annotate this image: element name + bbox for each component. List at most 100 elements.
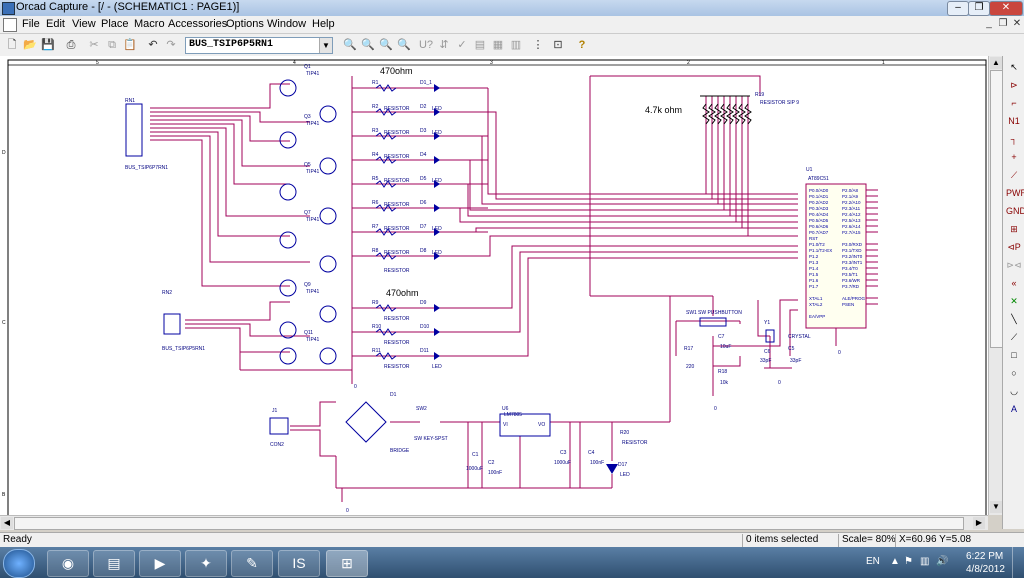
ref-q5: Q5 bbox=[304, 162, 311, 168]
u1-pin-r7: P2.7/A15 bbox=[842, 230, 861, 235]
network-app-icon[interactable]: ✦ bbox=[185, 550, 227, 577]
off-page-connector-icon[interactable]: « bbox=[1006, 276, 1022, 290]
menu-file[interactable]: File bbox=[22, 18, 40, 30]
ref-r4: R4 bbox=[372, 152, 379, 158]
menu-accessories[interactable]: Accessories bbox=[168, 18, 227, 30]
place-port-icon[interactable]: ⊲P bbox=[1006, 240, 1022, 254]
part-combo[interactable]: BUS_TSIP6P5RN1 ▼ bbox=[185, 37, 333, 54]
clock-time[interactable]: 6:22 PM bbox=[966, 551, 1003, 562]
cross-ref-icon[interactable]: ▦ bbox=[490, 37, 506, 53]
doc-minimize-button[interactable]: _ bbox=[982, 17, 996, 30]
open-icon[interactable]: 📂 bbox=[22, 37, 38, 53]
place-bus-entry-icon[interactable]: ⟋ bbox=[1006, 168, 1022, 182]
place-rectangle-icon[interactable]: □ bbox=[1006, 348, 1022, 362]
u6-part: LM7805 bbox=[504, 412, 522, 418]
restore-button[interactable]: ❐ bbox=[968, 1, 990, 16]
undo-icon[interactable]: ↶ bbox=[145, 37, 161, 53]
menu-help[interactable]: Help bbox=[312, 18, 335, 30]
j1-part: CON2 bbox=[270, 442, 284, 448]
network-icon[interactable]: ▥ bbox=[920, 556, 929, 567]
u1-pin-r1: P2.1/A9 bbox=[842, 194, 859, 199]
isis-icon[interactable]: IS bbox=[278, 550, 320, 577]
redo-icon[interactable]: ↷ bbox=[163, 37, 179, 53]
d1-part: BRIDGE bbox=[390, 448, 410, 454]
doc-close-button[interactable]: ✕ bbox=[1010, 17, 1024, 30]
place-junction-icon[interactable]: + bbox=[1006, 150, 1022, 164]
y1-part: CRYSTAL bbox=[788, 334, 811, 340]
minimize-button[interactable]: – bbox=[947, 1, 969, 16]
back-annotate-icon[interactable]: ⇵ bbox=[436, 37, 452, 53]
show-desktop-button[interactable] bbox=[1012, 547, 1024, 578]
place-line-icon[interactable]: ╲ bbox=[1006, 312, 1022, 326]
place-bus-icon[interactable]: ┐ bbox=[1006, 132, 1022, 146]
place-ground-icon[interactable]: GND bbox=[1006, 204, 1022, 218]
gnd-main: 0 bbox=[346, 508, 349, 514]
start-button[interactable] bbox=[3, 549, 35, 578]
ref-r9: R9 bbox=[372, 300, 379, 306]
app-icon bbox=[2, 2, 15, 15]
resistor-label-r10: RESISTOR bbox=[384, 340, 410, 346]
u1-right-stubs bbox=[866, 190, 878, 304]
place-part-icon[interactable]: ⊳ bbox=[1006, 78, 1022, 92]
tray-up-icon[interactable]: ▲ bbox=[890, 556, 900, 567]
menu-edit[interactable]: Edit bbox=[46, 18, 65, 30]
paste-icon[interactable]: 📋 bbox=[122, 37, 138, 53]
volume-icon[interactable]: 🔊 bbox=[936, 556, 948, 567]
print-icon[interactable]: ⎙ bbox=[63, 37, 79, 53]
zoom-out-icon[interactable]: 🔍 bbox=[360, 37, 376, 53]
place-text-icon[interactable]: A bbox=[1006, 402, 1022, 416]
media-player-icon[interactable]: ▶ bbox=[139, 550, 181, 577]
part-combo-value: BUS_TSIP6P5RN1 bbox=[189, 39, 273, 50]
language-indicator[interactable]: EN bbox=[866, 556, 880, 567]
area-select-icon[interactable]: ⊡ bbox=[550, 37, 566, 53]
scroll-left-icon[interactable]: ◀ bbox=[1, 517, 13, 529]
place-hierarchical-block-icon[interactable]: ⊞ bbox=[1006, 222, 1022, 236]
place-wire-icon[interactable]: ⌐ bbox=[1006, 96, 1022, 110]
place-power-icon[interactable]: PWR bbox=[1006, 186, 1022, 200]
scroll-up-icon[interactable]: ▲ bbox=[990, 57, 1002, 69]
no-connect-icon[interactable]: ✕ bbox=[1006, 294, 1022, 308]
zoom-in-icon[interactable]: 🔍 bbox=[342, 37, 358, 53]
doc-restore-button[interactable]: ❐ bbox=[996, 17, 1010, 30]
annotate-icon[interactable]: U? bbox=[418, 37, 434, 53]
place-polyline-icon[interactable]: ⟋ bbox=[1006, 330, 1022, 344]
netlist-icon[interactable]: ▤ bbox=[472, 37, 488, 53]
scroll-down-icon[interactable]: ▼ bbox=[990, 501, 1002, 513]
copy-icon[interactable]: ⧉ bbox=[104, 37, 120, 53]
vertical-scrollbar[interactable]: ▲ ▼ bbox=[988, 56, 1003, 515]
schematic-canvas[interactable]: 5 4 3 2 1 D C B bbox=[0, 56, 988, 515]
menu-view[interactable]: View bbox=[72, 18, 96, 30]
select-arrow-icon[interactable]: ↖ bbox=[1006, 60, 1022, 74]
orcad-capture-icon[interactable]: ⊞ bbox=[326, 550, 368, 577]
menu-window[interactable]: Window bbox=[267, 18, 306, 30]
flag-icon[interactable]: ⚑ bbox=[904, 556, 913, 567]
drc-icon[interactable]: ✓ bbox=[454, 37, 470, 53]
snap-grid-icon[interactable]: ⋮ bbox=[530, 37, 546, 53]
place-ellipse-icon[interactable]: ○ bbox=[1006, 366, 1022, 380]
menu-options[interactable]: Options bbox=[226, 18, 264, 30]
chevron-down-icon[interactable]: ▼ bbox=[319, 38, 332, 53]
zoom-all-icon[interactable]: 🔍 bbox=[396, 37, 412, 53]
u1-pin-l0: P0.0/AD0 bbox=[809, 188, 829, 193]
place-pin-icon[interactable]: ⊳⊲ bbox=[1006, 258, 1022, 272]
menu-macro[interactable]: Macro bbox=[134, 18, 165, 30]
horizontal-scrollbar[interactable]: ◀ ▶ bbox=[0, 515, 988, 530]
chrome-icon[interactable]: ◉ bbox=[47, 550, 89, 577]
close-button[interactable]: ✕ bbox=[989, 1, 1023, 16]
menu-place[interactable]: Place bbox=[101, 18, 129, 30]
new-icon[interactable]: 🗋 bbox=[4, 37, 20, 53]
scroll-right-icon[interactable]: ▶ bbox=[973, 517, 985, 529]
zoom-area-icon[interactable]: 🔍 bbox=[378, 37, 394, 53]
place-arc-icon[interactable]: ◡ bbox=[1006, 384, 1022, 398]
bom-icon[interactable]: ▥ bbox=[508, 37, 524, 53]
help-icon[interactable]: ? bbox=[574, 37, 590, 53]
paint-icon[interactable]: ✎ bbox=[231, 550, 273, 577]
save-icon[interactable]: 💾 bbox=[40, 37, 56, 53]
cut-icon[interactable]: ✂ bbox=[86, 37, 102, 53]
place-net-alias-icon[interactable]: N1 bbox=[1006, 114, 1022, 128]
clock-date[interactable]: 4/8/2012 bbox=[966, 564, 1005, 575]
explorer-icon[interactable]: ▤ bbox=[93, 550, 135, 577]
rn2-part: BUS_TSIP6P5RN1 bbox=[162, 346, 205, 352]
d17-body bbox=[606, 464, 618, 474]
horizontal-scroll-thumb[interactable] bbox=[14, 517, 964, 530]
